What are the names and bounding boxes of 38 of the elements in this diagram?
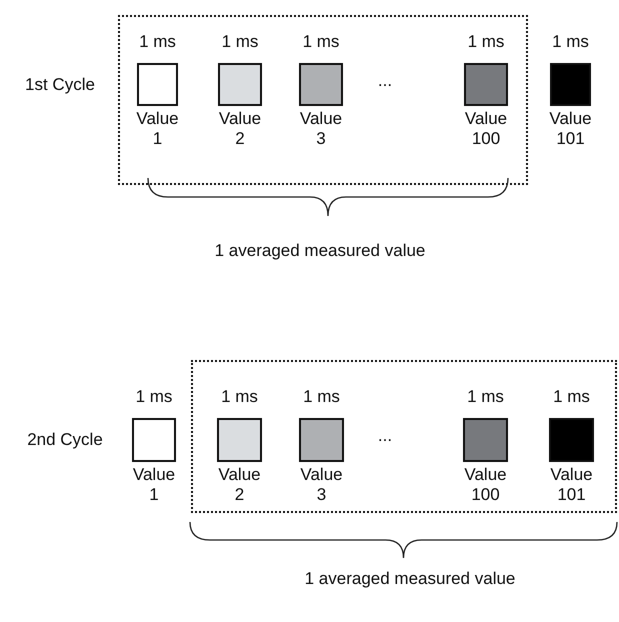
value-label: Value 3 [298,109,344,149]
sample-square [463,418,508,462]
duration-label: 1 ms [134,386,174,408]
sample-square [132,418,176,462]
value-label: Value 100 [464,109,508,149]
ellipsis: ... [376,425,394,447]
duration-label: 1 ms [466,386,505,408]
duration-label: 1 ms [220,31,260,53]
sample-square [550,63,591,106]
value-label: Value 101 [549,465,594,505]
duration-label: 1 ms [138,31,177,53]
duration-label: 1 ms [466,31,506,53]
value-label: Value 101 [548,109,593,149]
brace-caption: 1 averaged measured value [304,568,516,590]
brace-caption: 1 averaged measured value [214,240,426,262]
sample-square [299,418,344,462]
duration-label: 1 ms [220,386,259,408]
duration-label: 1 ms [551,31,590,53]
value-label: Value 2 [217,465,262,505]
sample-square [217,418,262,462]
sample-square [549,418,594,462]
ellipsis: ... [376,70,394,92]
sample-square [464,63,508,106]
dotted-frame [191,360,617,513]
value-label: Value 2 [218,109,262,149]
value-label: Value 100 [463,465,508,505]
value-label: Value 1 [132,465,176,505]
value-label: Value 3 [299,465,344,505]
duration-label: 1 ms [302,31,340,53]
sample-square [299,63,343,106]
dotted-frame [118,15,528,185]
duration-label: 1 ms [552,386,591,408]
cycle-label: 2nd Cycle [26,429,104,451]
value-label: Value 1 [135,109,180,149]
duration-label: 1 ms [302,386,341,408]
sample-square [218,63,262,106]
sample-square [137,63,178,106]
cycle-label: 1st Cycle [24,74,96,96]
